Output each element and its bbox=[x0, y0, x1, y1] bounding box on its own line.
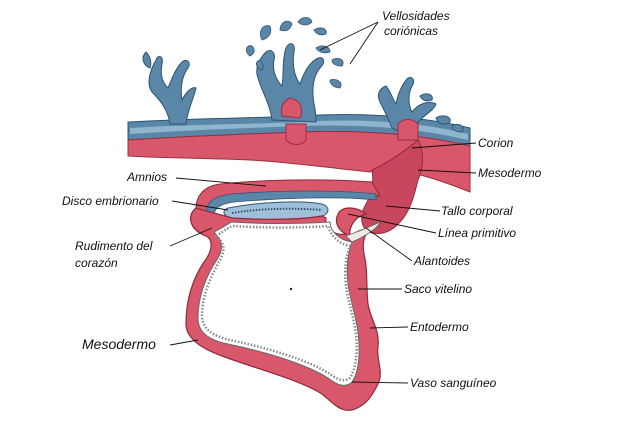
body-stalk bbox=[361, 139, 423, 235]
label-rudimento-2: corazón bbox=[75, 256, 118, 270]
leader-lines bbox=[169, 21, 477, 384]
chorion-mesoderm-band bbox=[127, 131, 471, 193]
villus-center bbox=[246, 17, 344, 145]
villus-right bbox=[377, 77, 464, 137]
label-amnios: Amnios bbox=[127, 170, 168, 184]
label-mesodermo-right: Mesodermo bbox=[478, 166, 542, 180]
villus-right-core bbox=[397, 119, 419, 141]
label-tallo-corporal: Tallo corporal bbox=[441, 204, 513, 218]
label-alantoides: Alantoides bbox=[414, 254, 471, 268]
label-rudimento-1: Rudimento del bbox=[75, 239, 153, 253]
label-corion: Corion bbox=[478, 136, 514, 150]
allantois bbox=[345, 221, 381, 243]
label-linea-primitivo: Línea primitivo bbox=[438, 226, 517, 240]
label-mesodermo-left: Mesodermo bbox=[82, 336, 156, 352]
yolk-sac-cavity bbox=[197, 221, 360, 386]
amnion-ectoderm bbox=[205, 190, 377, 217]
cavity-dot bbox=[289, 287, 293, 291]
label-saco-vitelino: Saco vitelino bbox=[404, 282, 473, 296]
label-vaso-sanguineo: Vaso sanguíneo bbox=[410, 376, 497, 390]
label-disco-embrionario: Disco embrionario bbox=[62, 194, 159, 208]
embryonic-disc-cells bbox=[231, 207, 323, 214]
villus-left bbox=[142, 51, 197, 125]
embryonic-disc bbox=[223, 201, 329, 220]
label-vellosidades-2: coriónicas bbox=[384, 24, 439, 38]
label-vellosidades-1: Vellosidades bbox=[382, 9, 450, 23]
label-entodermo: Entodermo bbox=[410, 320, 469, 334]
chorion-ectoderm-light bbox=[130, 120, 468, 140]
